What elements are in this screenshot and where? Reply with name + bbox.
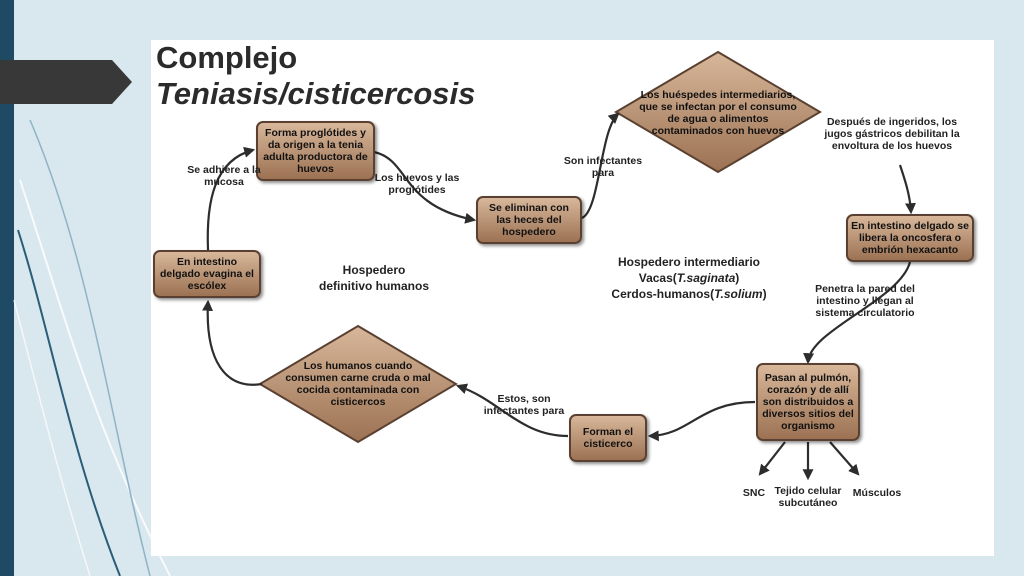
title-chevron [0, 60, 132, 104]
arrow-pulmon-to-snc [758, 441, 786, 476]
left-accent-bar [0, 0, 14, 576]
arrow-pulmon-to-cisticerco [647, 400, 756, 442]
intermediario-line-3-pre: Cerdos-humanos( [611, 287, 715, 301]
title-line-2: Teniasis/cisticercosis [156, 76, 476, 111]
diamond-huespedes [614, 50, 822, 174]
arrow-huespedes-to-oncosfera [898, 164, 916, 215]
species-solium: T.solium [714, 287, 763, 301]
intermediario-line-3-post: ) [762, 287, 767, 301]
arrow-oncosfera-to-pulmon [803, 261, 912, 365]
arrow-proglotides-to-heces [373, 150, 477, 224]
page-title: Complejo Teniasis/cisticercosis [156, 40, 475, 112]
label-huevos: Los huevos y las proglótides [374, 172, 460, 196]
arrow-escolex-to-proglotides [206, 146, 256, 251]
intermediario-line-1: Hospedero intermediario [617, 255, 761, 269]
species-saginata: T.saginata [676, 271, 736, 285]
diamond-humanos [258, 324, 458, 444]
label-estos: Estos, son infectantes para [483, 393, 565, 417]
node-cisticerco: Forman el cisticerco [569, 414, 647, 462]
node-humanos: Los humanos cuando consumen carne cruda … [285, 360, 431, 408]
label-snc: SNC [742, 487, 766, 499]
arrow-humanos-to-escolex [202, 299, 263, 386]
arrow-cisticerco-to-humanos [455, 383, 569, 438]
label-penetra: Penetra la pared del intestino y llegan … [815, 283, 915, 319]
title-line-1: Complejo [156, 40, 298, 75]
node-heces: Se eliminan con las heces del hospedero [476, 196, 582, 244]
label-son-infectantes: Son infectantes para [563, 155, 643, 179]
label-tejido: Tejido celular subcutáneo [774, 485, 842, 509]
label-hospedero-intermediario: Hospedero intermediario Vacas(T.saginata… [584, 254, 794, 302]
arrow-heces-to-huespedes [581, 112, 620, 220]
node-huespedes: Los huéspedes intermediarios, que se inf… [639, 89, 797, 137]
node-oncosfera: En intestino delgado se libera la oncosf… [846, 214, 974, 262]
node-proglotides: Forma proglótides y da origen a la tenia… [256, 121, 375, 181]
label-adhiere: Se adhiere a la mucosa [187, 164, 261, 188]
label-musculos: Músculos [852, 487, 902, 499]
definitivo-line-1: Hospedero [342, 263, 406, 277]
intermediario-line-2-pre: Vacas( [638, 271, 677, 285]
intermediario-line-2-post: ) [735, 271, 740, 285]
node-pulmon: Pasan al pulmón, corazón y de allí son d… [756, 363, 860, 441]
label-hospedero-definitivo: Hospedero definitivo humanos [304, 262, 444, 294]
definitivo-line-2: definitivo humanos [318, 279, 429, 293]
node-escolex: En intestino delgado evagina el escólex [153, 250, 261, 298]
arrow-pulmon-to-musculos [829, 441, 860, 476]
label-jugos: Después de ingeridos, los jugos gástrico… [824, 116, 960, 152]
